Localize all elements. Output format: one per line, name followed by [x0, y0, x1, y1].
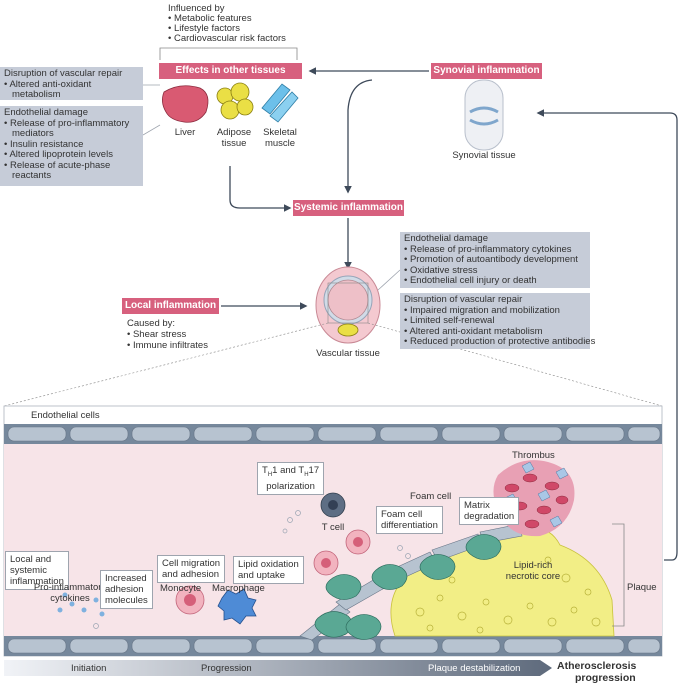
synovial-tissue-label: Synovial tissue — [452, 150, 516, 161]
left-damage-heading: Endothelial damage — [4, 107, 88, 118]
endothelial-cells-label: Endothelial cells — [31, 410, 100, 421]
cytokines-label-1: Pro-inflammatory — [33, 582, 107, 593]
stage-initiation: Initiation — [71, 663, 107, 674]
lipid-core-label-2: necrotic core — [505, 571, 561, 582]
adipose-label-1: Adipose — [216, 127, 252, 138]
local-cause-item-1: • Shear stress — [127, 329, 187, 340]
local-inflammation-label: Local inflammation — [122, 298, 219, 314]
thrombus-label: Thrombus — [512, 450, 555, 461]
adipose-shape — [216, 82, 254, 120]
lipid-droplets — [415, 556, 601, 634]
th-polarization-callout: TH1 and TH17 polarization — [257, 462, 325, 495]
stage-destabilization: Plaque destabilization — [428, 663, 521, 674]
effects-other-tissues-label: Effects in other tissues — [159, 63, 302, 79]
influence-bracket — [159, 47, 298, 60]
systemic-inflammation-label: Systemic inflammation — [293, 200, 404, 216]
right-damage-box: Endothelial damage • Release of pro-infl… — [400, 232, 590, 288]
local-cause-item-2: • Immune infiltrates — [127, 340, 208, 351]
foam-cell-label: Foam cell — [410, 491, 452, 502]
influence-heading: Influenced by — [168, 3, 225, 14]
left-repair-heading: Disruption of vascular repair — [4, 68, 123, 79]
skeletal-muscle-shape — [261, 83, 299, 123]
influence-item-3: • Cardiovascular risk factors — [168, 33, 286, 44]
arrow-effects-to-systemic — [229, 166, 292, 212]
vessel-panel — [3, 405, 663, 657]
right-repair-heading: Disruption of vascular repair — [404, 294, 523, 305]
cytokine-dots — [57, 592, 105, 617]
t-cell-label: T cell — [321, 522, 345, 533]
plaque-label: Plaque — [627, 582, 657, 593]
zoom-line-right — [367, 322, 663, 407]
skeletal-label-2: muscle — [264, 138, 296, 149]
connector-left-damage — [142, 124, 161, 136]
synovial-inflammation-label: Synovial inflammation — [431, 63, 542, 79]
final-label-1: Atherosclerosis — [557, 660, 637, 672]
plaque-bracket — [612, 523, 625, 627]
right-damage-heading: Endothelial damage — [404, 233, 488, 244]
influence-item-2: • Lifestyle factors — [168, 23, 240, 34]
arrow-synovial-to-systemic — [344, 79, 373, 194]
skeletal-label-1: Skeletal — [263, 127, 297, 138]
adipose-label-2: tissue — [221, 138, 247, 149]
stage-progression: Progression — [201, 663, 252, 674]
foam-cells — [314, 534, 502, 640]
macrophage-label: Macrophage — [212, 583, 265, 594]
final-label-2: progression — [575, 672, 636, 684]
progress-bar — [4, 660, 552, 676]
right-repair-box: Disruption of vascular repair • Impaired… — [400, 293, 595, 349]
connector-right-boxes — [377, 269, 401, 291]
influence-item-1: • Metabolic features — [168, 13, 252, 24]
synovial-joint-shape — [464, 79, 504, 151]
cytokines-label-2: cytokines — [50, 593, 90, 604]
arrow-plaque-feedback — [536, 109, 678, 561]
left-repair-box: Disruption of vascular repair • Altered … — [0, 67, 143, 100]
vascular-cross-section — [315, 266, 381, 344]
lipid-core-label-1: Lipid-rich — [513, 560, 553, 571]
macrophage-shape — [217, 588, 257, 625]
monocyte-label: Monocyte — [160, 583, 202, 594]
liver-label: Liver — [174, 127, 196, 138]
local-cause-heading: Caused by: — [127, 318, 176, 329]
left-damage-box: Endothelial damage • Release of pro-infl… — [0, 106, 143, 186]
liver-shape — [162, 85, 209, 123]
vascular-tissue-label: Vascular tissue — [316, 348, 380, 359]
